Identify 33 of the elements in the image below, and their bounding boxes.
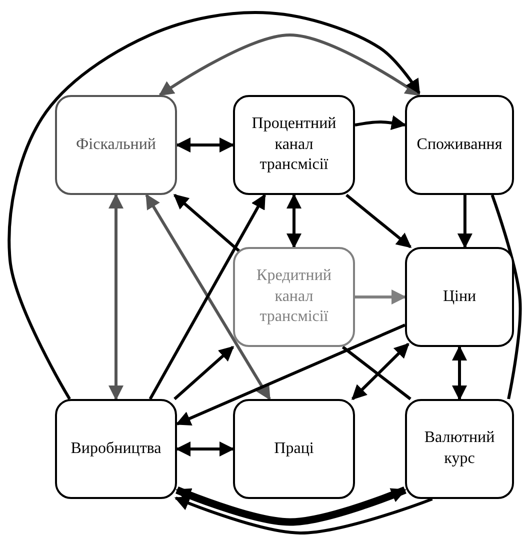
process-box: [55, 95, 177, 195]
arrow: [8, 11, 420, 400]
arrow: [286, 194, 302, 248]
node-label: Процентний канал трансмісії: [250, 114, 338, 176]
arrow: [176, 486, 406, 526]
node-label: Валютний курс: [423, 428, 496, 469]
arrow: [355, 290, 406, 304]
arrow: [176, 324, 406, 426]
arrow: [158, 34, 420, 96]
process-box: [405, 95, 514, 195]
arrow: [174, 496, 433, 534]
process-box: [233, 399, 355, 499]
node-label: Фіскальний: [76, 134, 156, 155]
arrow: [452, 346, 467, 400]
arrow: [346, 194, 412, 248]
arrow: [354, 115, 406, 130]
process-box: [405, 247, 514, 347]
node-label: Кредитний канал трансмісії: [256, 266, 332, 328]
node-label: Праці: [274, 438, 314, 459]
arrow: [173, 194, 240, 252]
arrow: [352, 342, 410, 400]
arrow: [457, 195, 472, 248]
node-label: Ціни: [442, 286, 476, 307]
arrow: [176, 442, 234, 456]
process-box: [233, 247, 355, 347]
process-box: [233, 95, 355, 195]
node-label: Споживання: [416, 134, 502, 155]
arrow: [108, 194, 124, 400]
node-label: Виробництва: [70, 438, 162, 459]
process-box: [405, 399, 514, 499]
arrow: [176, 138, 234, 152]
arrow: [174, 346, 234, 400]
process-box: [55, 399, 177, 499]
